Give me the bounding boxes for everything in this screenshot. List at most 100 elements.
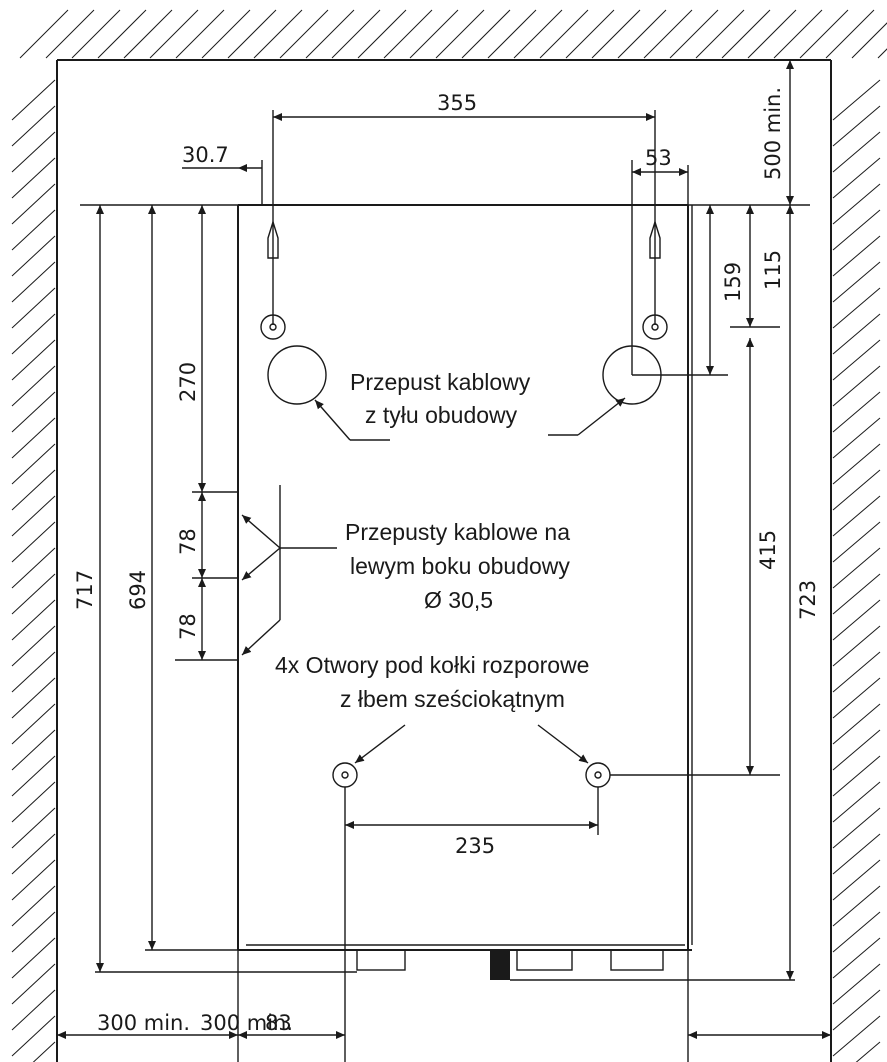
hatch-stroke (832, 495, 881, 537)
hatch-stroke (331, 9, 381, 59)
hatch-stroke (357, 9, 407, 59)
notes: Przepust kablowy z tyłu obudowy Przepust… (275, 369, 589, 712)
hatch-stroke (832, 859, 881, 901)
dim-235: 235 (455, 834, 495, 858)
hatch-stroke (97, 9, 147, 59)
hatch-stroke (832, 235, 881, 277)
hatch-stroke (253, 9, 303, 59)
hatch-stroke (227, 9, 277, 59)
hatch-stroke (11, 183, 56, 225)
hatch-stroke (747, 9, 797, 59)
hatch-stroke (11, 521, 56, 563)
note-rear-passage-line1: Przepust kablowy (350, 369, 531, 395)
hatch-stroke (855, 1041, 881, 1062)
hatch-stroke (832, 573, 881, 615)
dim-159: 159 (721, 262, 745, 302)
hatch-stroke (11, 859, 56, 901)
hatch-stroke (11, 885, 56, 927)
dim-355: 355 (437, 91, 477, 115)
note-anchors-line1: 4x Otwory pod kołki rozporowe (275, 652, 589, 678)
dim-300-min-left: 300 min. (97, 1011, 190, 1035)
dim-694: 694 (126, 570, 150, 610)
hatch-stroke (832, 287, 881, 329)
hatch-stroke (305, 9, 355, 59)
hatch-stroke (11, 443, 56, 485)
hatch-stroke (11, 989, 56, 1031)
hatch-stroke (832, 157, 881, 199)
hatch-stroke (11, 131, 56, 173)
hatch-stroke (591, 9, 641, 59)
hatch-stroke (832, 781, 881, 823)
dim-500-min: 500 min. (761, 87, 785, 180)
dim-723: 723 (796, 580, 820, 620)
hatch-stroke (11, 911, 56, 953)
hatch-stroke (832, 833, 881, 875)
hatch-stroke (11, 79, 56, 121)
hatch-stroke (832, 911, 881, 953)
dim-270: 270 (176, 362, 200, 402)
hatch-stroke (11, 963, 56, 1005)
bottom-gland (610, 949, 664, 971)
hatch-stroke (669, 9, 719, 59)
hatch-stroke (851, 22, 887, 59)
hatch-stroke (832, 417, 881, 459)
side-passages-callouts (237, 478, 337, 680)
hatch-stroke (832, 365, 881, 407)
hatch-stroke (11, 339, 56, 381)
hatch-stroke (11, 807, 56, 849)
hatch-stroke (435, 9, 485, 59)
hatch-stroke (832, 885, 881, 927)
hatch-stroke (832, 729, 881, 771)
dim-30-7: 30.7 (182, 143, 229, 167)
hatch-stroke (11, 157, 56, 199)
hatch-stroke (149, 9, 199, 59)
bottom-gland (356, 949, 406, 971)
hatch-stroke (409, 9, 459, 59)
mounting-hole-top-right (642, 314, 668, 340)
dim-78-upper: 78 (176, 528, 200, 555)
wall-outline (56, 59, 832, 1062)
hatch-stroke (11, 365, 56, 407)
hatch-stroke (487, 9, 537, 59)
dim-300-min-right: 300 min. (200, 1011, 293, 1035)
hatch-stroke (832, 677, 881, 719)
hatch-stroke (832, 313, 881, 355)
hatch-stroke (617, 9, 667, 59)
hatch-stroke (175, 9, 225, 59)
dim-717: 717 (73, 570, 97, 610)
hatch-stroke (695, 9, 745, 59)
hatch-stroke (461, 9, 511, 59)
hatch-stroke (11, 313, 56, 355)
hatch-stroke (11, 755, 56, 797)
hatch-stroke (513, 9, 563, 59)
note-side-passages-line2: lewym boku obudowy (350, 553, 570, 579)
hatch-stroke (832, 79, 881, 121)
hatch-stroke (11, 105, 56, 147)
hatch-stroke (11, 729, 56, 771)
hatch-stroke (832, 937, 881, 979)
hatch-stroke (832, 547, 881, 589)
bottom-connector (490, 950, 510, 980)
hatch-stroke (11, 209, 56, 251)
hatch-stroke (11, 573, 56, 615)
hatch-stroke (832, 339, 881, 381)
hatch-stroke (11, 469, 56, 511)
mounting-hole-bottom-left (332, 762, 358, 788)
hatch-stroke (832, 807, 881, 849)
note-rear-passage-line2: z tyłu obudowy (365, 402, 518, 428)
hatch-stroke (11, 287, 56, 329)
hatch-stroke (11, 235, 56, 277)
hatch-stroke (11, 599, 56, 641)
hatch-stroke (832, 1015, 881, 1057)
dim-115: 115 (761, 250, 785, 290)
note-anchors-line2: z łbem sześciokątnym (340, 686, 565, 712)
hatch-stroke (832, 209, 881, 251)
hatch-stroke (825, 9, 875, 59)
hatch-stroke (832, 261, 881, 303)
hatch-stroke (11, 495, 56, 537)
dim-83: 83 (265, 1011, 292, 1035)
hatch-stroke (832, 391, 881, 433)
anchor-callouts (354, 724, 589, 764)
hatch-stroke (643, 9, 693, 59)
